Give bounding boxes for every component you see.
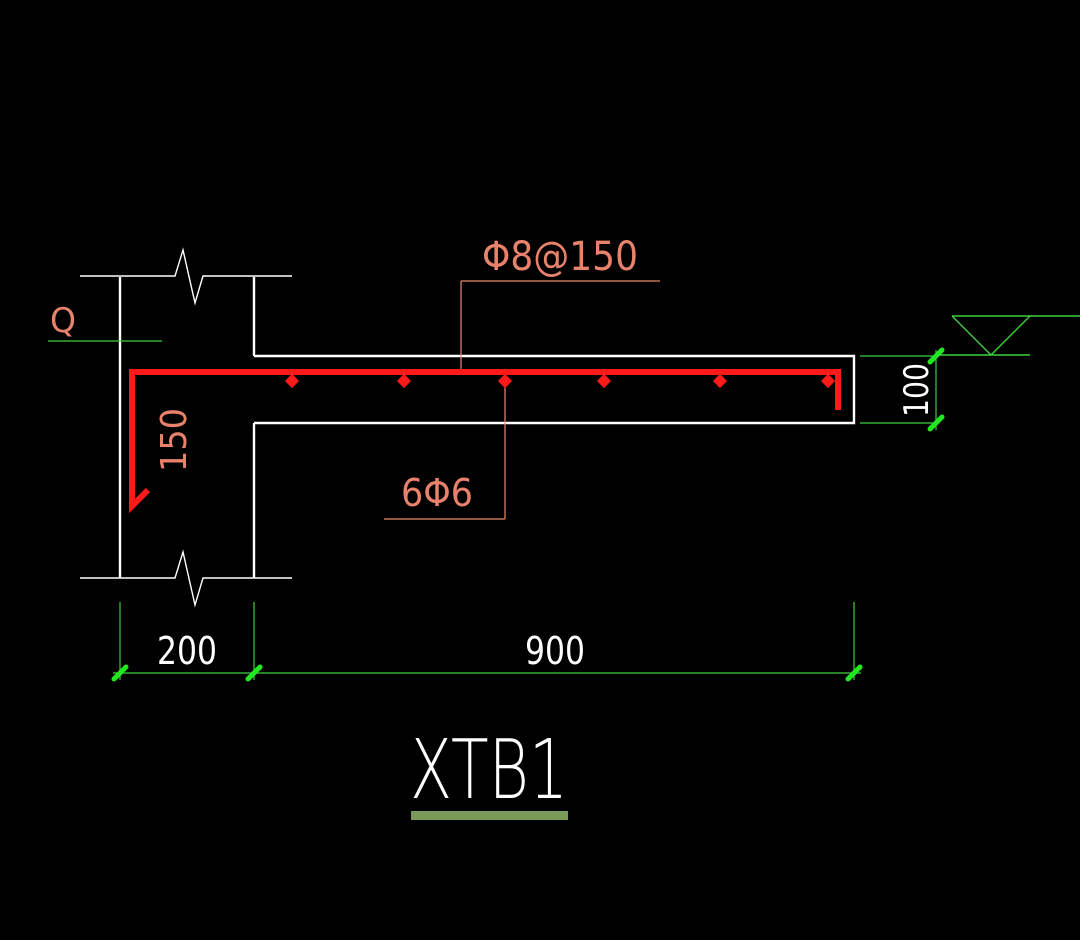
top-rebar-leader: [460, 280, 660, 372]
cantilever-length-label: 900: [525, 629, 585, 673]
bottom-break-line: [80, 549, 292, 608]
wall-width-label: 200: [157, 629, 217, 673]
distribution-bars: [284, 373, 836, 389]
thickness-dimension: [860, 350, 938, 430]
wall-label: Q: [50, 301, 76, 341]
top-rebar-label: Φ8@150: [482, 234, 638, 280]
dist-rebar-label: 6Φ6: [401, 471, 473, 515]
dist-bar: [284, 373, 300, 389]
level-symbol: [940, 315, 1080, 356]
horizontal-dimension: [113, 602, 861, 680]
dist-bar: [596, 373, 612, 389]
dist-rebar-leader: [384, 383, 506, 520]
drawing-title: XTB1: [410, 723, 568, 818]
slab-outline: [254, 354, 856, 425]
top-rebar: [129, 369, 841, 514]
top-break-line: [80, 247, 292, 306]
dist-bar: [497, 373, 513, 389]
thickness-ticks: [927, 347, 945, 432]
wall-section: [118, 277, 256, 578]
horizontal-dimension-ticks: [111, 664, 863, 682]
break-lines: [80, 247, 292, 608]
dist-bar: [820, 373, 836, 389]
title-underline: [411, 811, 568, 820]
slab-thickness-label: 100: [897, 363, 937, 417]
dist-bar: [712, 373, 728, 389]
dist-bar: [396, 373, 412, 389]
slab-section: [254, 354, 856, 425]
anchor-length-label: 150: [154, 408, 195, 472]
